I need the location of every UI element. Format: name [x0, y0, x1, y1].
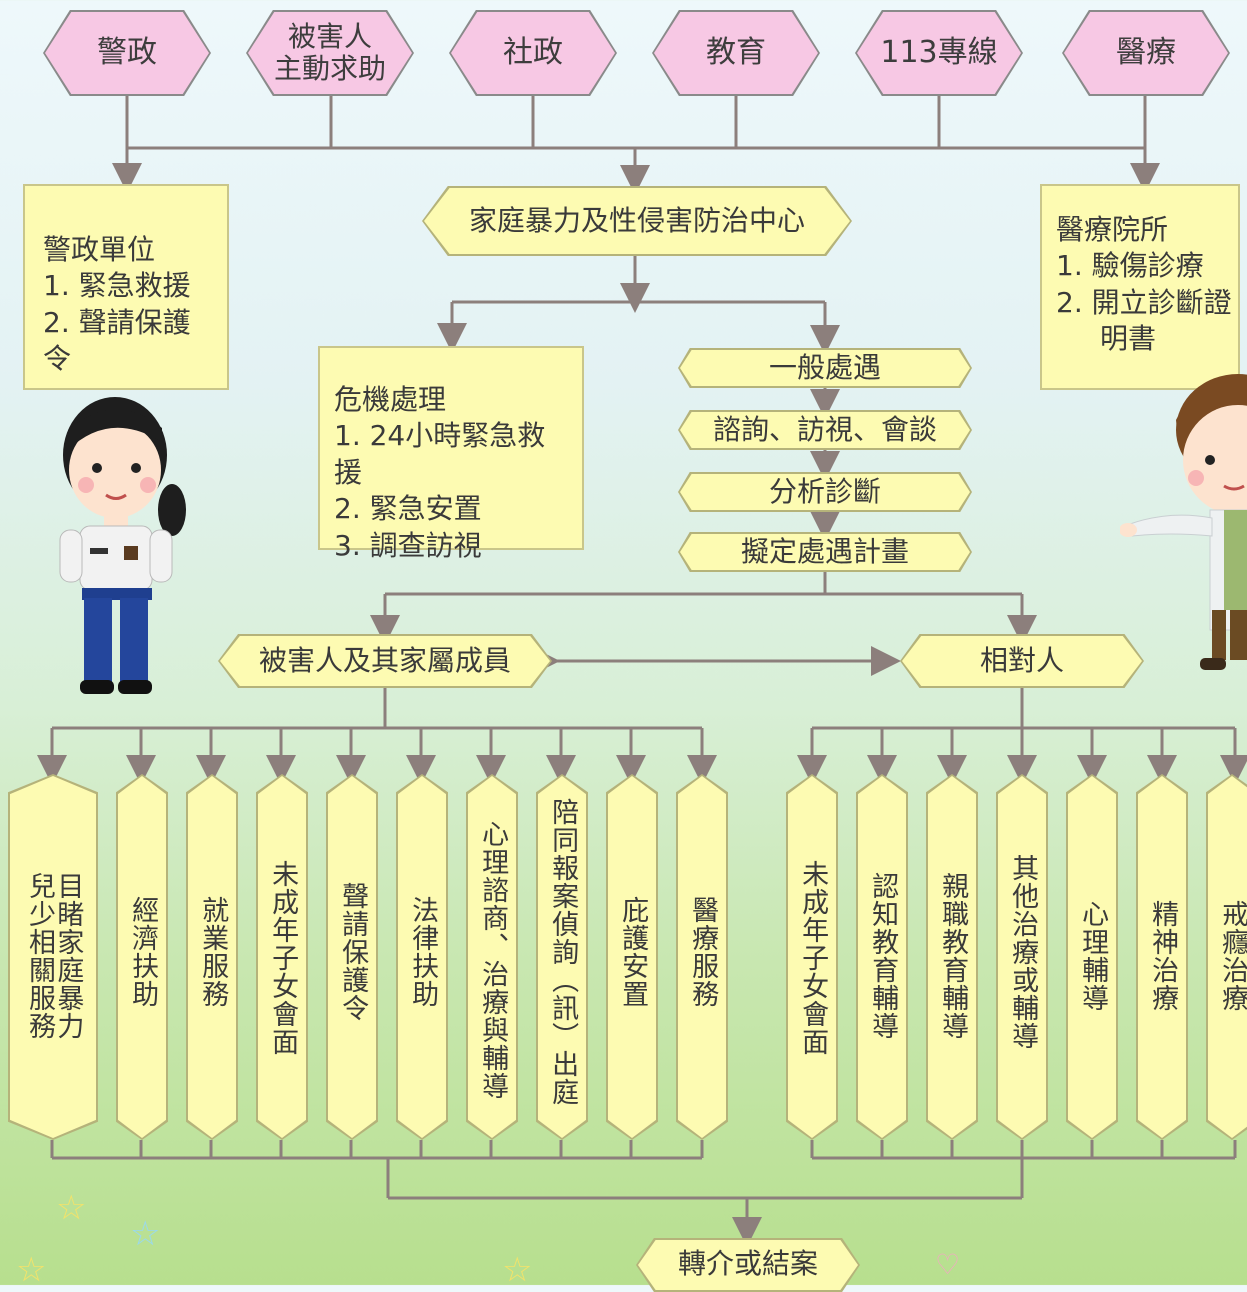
police-item: 1. 緊急救援	[43, 269, 191, 303]
source-police: 警政	[43, 10, 211, 96]
victim-service-8: 陪同報案偵詢（訊）出庭	[536, 774, 588, 1140]
service-label: 認知教育輔導	[867, 872, 899, 1040]
source-medical-label: 醫療	[1116, 34, 1176, 70]
respondent-label: 相對人	[979, 643, 1064, 677]
step-label: 諮詢、訪視、會談	[712, 412, 937, 446]
medical-item: 2. 開立診斷證	[1056, 285, 1232, 319]
medical-item: 1. 驗傷診療	[1056, 249, 1204, 283]
source-113-label: 113專線	[880, 34, 998, 70]
prevention-center: 家庭暴力及性侵害防治中心	[422, 186, 852, 256]
referral-or-close-node: 轉介或結案	[636, 1238, 860, 1292]
step-analysis: 分析診斷	[678, 472, 972, 512]
victim-service-7: 心理諮商、治療與輔導	[466, 774, 518, 1140]
step-label: 分析診斷	[768, 474, 881, 508]
crisis-handling-box: 危機處理 1. 24小時緊急救援 2. 緊急安置 3. 調查訪視	[318, 346, 584, 562]
doctor-illustration	[1120, 374, 1247, 670]
victim-service-5: 聲請保護令	[326, 774, 378, 1140]
heart-icon: ♡	[935, 1248, 961, 1281]
service-label: 兒少相關服務	[24, 872, 55, 1040]
service-label: 庇護安置	[617, 896, 649, 1008]
police-unit-title: 警政單位	[43, 233, 156, 266]
step-general-treatment: 一般處遇	[678, 348, 972, 388]
prevention-center-label: 家庭暴力及性侵害防治中心	[468, 203, 805, 237]
service-label: 聲請保護令	[337, 882, 369, 1022]
source-education-label: 教育	[706, 34, 766, 70]
respondent-service-7: 戒癮治療	[1206, 774, 1247, 1140]
star-icon: ☆	[56, 1188, 87, 1228]
victim-family-label: 被害人及其家屬成員	[258, 643, 511, 677]
source-medical: 醫療	[1062, 10, 1230, 96]
victim-service-9: 庇護安置	[606, 774, 658, 1140]
victim-family-node: 被害人及其家屬成員	[218, 634, 552, 688]
medical-title: 醫療院所	[1056, 213, 1169, 246]
victim-service-4: 未成年子女會面	[256, 774, 308, 1140]
service-label: 法律扶助	[407, 896, 439, 1008]
respondent-node: 相對人	[900, 634, 1144, 688]
crisis-title: 危機處理	[334, 383, 447, 416]
source-social-label: 社政	[503, 34, 563, 70]
service-label: 戒癮治療	[1217, 900, 1247, 1012]
medical-item: 明書	[1100, 322, 1157, 356]
victim-service-1: 目睹家庭暴力兒少相關服務	[8, 774, 98, 1140]
source-victim-label: 被害人 主動求助	[273, 19, 386, 85]
victim-service-10: 醫療服務	[676, 774, 728, 1140]
service-label: 經濟扶助	[127, 896, 159, 1008]
respondent-service-6: 精神治療	[1136, 774, 1188, 1140]
crisis-item: 2. 緊急安置	[334, 492, 482, 526]
respondent-service-5: 心理輔導	[1066, 774, 1118, 1140]
step-label: 一般處遇	[768, 350, 881, 384]
respondent-service-1: 未成年子女會面	[786, 774, 838, 1140]
service-label: 陪同報案偵詢（訊）出庭	[547, 798, 579, 1106]
source-113-hotline: 113專線	[855, 10, 1023, 96]
service-label: 醫療服務	[687, 896, 719, 1008]
victim-service-3: 就業服務	[186, 774, 238, 1140]
referral-or-close-label: 轉介或結案	[677, 1247, 818, 1280]
service-label: 精神治療	[1147, 900, 1179, 1012]
crisis-item: 3. 調查訪視	[334, 528, 482, 562]
star-icon: ☆	[16, 1250, 47, 1290]
source-police-label: 警政	[97, 34, 157, 70]
step-consult-visit: 諮詢、訪視、會談	[678, 410, 972, 450]
service-label: 心理諮商、治療與輔導	[477, 820, 509, 1100]
service-label: 親職教育輔導	[937, 872, 969, 1040]
step-label: 擬定處遇計畫	[740, 534, 909, 568]
victim-service-6: 法律扶助	[396, 774, 448, 1140]
medical-institution-box: 醫療院所 1. 驗傷診療 2. 開立診斷證 明書	[1040, 184, 1240, 390]
service-label: 未成年子女會面	[267, 860, 299, 1056]
policewoman-illustration	[59, 397, 186, 694]
victim-service-2: 經濟扶助	[116, 774, 168, 1140]
police-item: 2. 聲請保護令	[43, 305, 191, 376]
respondent-service-4: 其他治療或輔導	[996, 774, 1048, 1140]
crisis-item: 1. 24小時緊急救援	[334, 419, 546, 489]
respondent-service-3: 親職教育輔導	[926, 774, 978, 1140]
star-icon: ☆	[502, 1250, 533, 1290]
service-label: 其他治療或輔導	[1007, 854, 1039, 1050]
respondent-service-2: 認知教育輔導	[856, 774, 908, 1140]
step-plan: 擬定處遇計畫	[678, 532, 972, 572]
source-social: 社政	[449, 10, 617, 96]
police-unit-box: 警政單位 1. 緊急救援 2. 聲請保護令	[23, 184, 229, 390]
service-label: 目睹家庭暴力	[52, 872, 84, 1040]
star-icon: ☆	[130, 1214, 161, 1254]
service-label: 心理輔導	[1077, 900, 1109, 1012]
service-label: 未成年子女會面	[797, 860, 829, 1056]
source-victim-self-help: 被害人 主動求助	[246, 10, 414, 96]
service-label: 就業服務	[197, 896, 229, 1008]
source-education: 教育	[652, 10, 820, 96]
